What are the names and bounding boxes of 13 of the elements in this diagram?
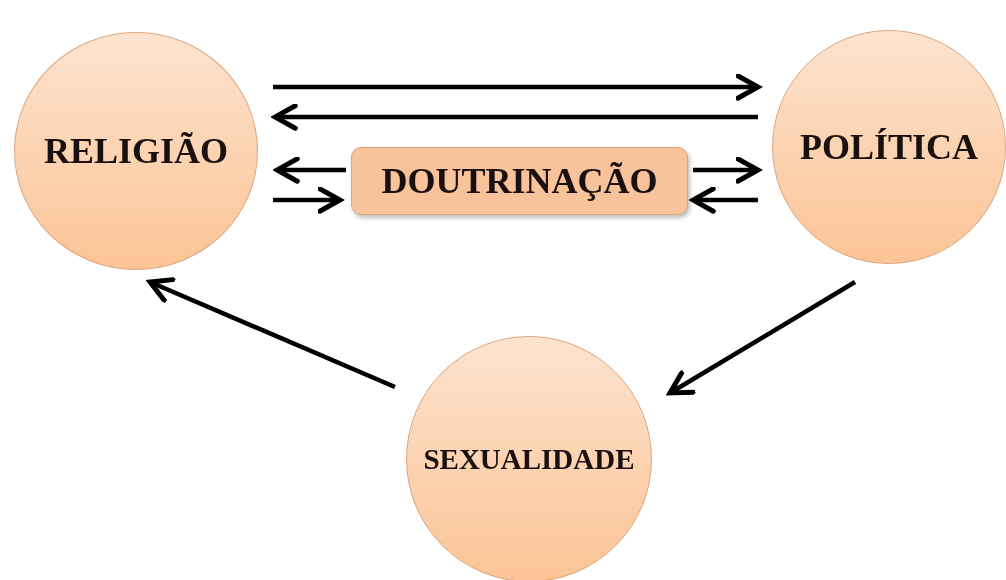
concept-label: POLÍTICA (800, 126, 978, 168)
arrow (693, 156, 761, 184)
arrow (667, 280, 857, 396)
concept-label: DOUTRINAÇÃO (381, 160, 658, 202)
arrow (273, 186, 343, 214)
concept-box (351, 147, 688, 215)
concept-label: RELIGIÃO (43, 130, 228, 172)
arrow (274, 156, 346, 184)
arrow (690, 186, 758, 214)
arrow (147, 277, 396, 390)
concept-label: SEXUALIDADE (423, 442, 635, 476)
arrow (272, 103, 758, 131)
arrow (273, 73, 761, 101)
